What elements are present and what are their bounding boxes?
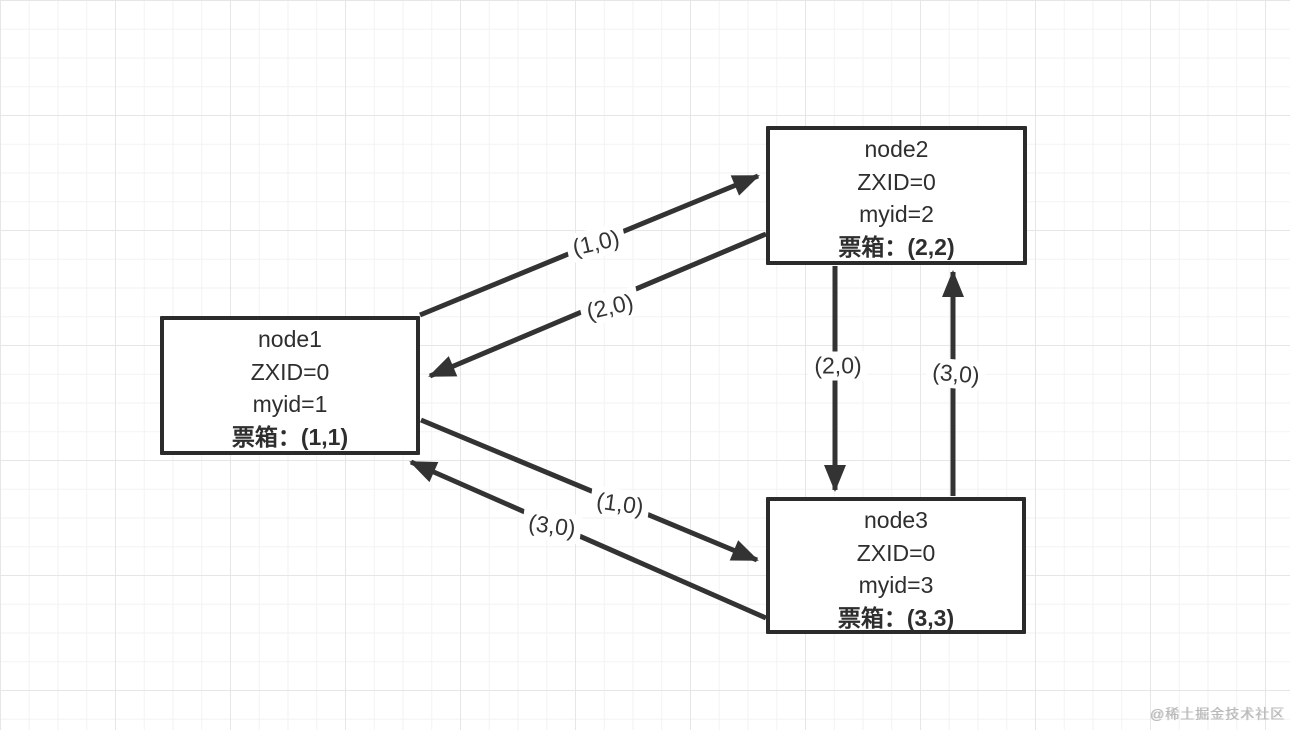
node3-ballot: 票箱：(3,3)	[837, 604, 955, 631]
node2-ballot: 票箱：(2,2)	[838, 233, 955, 260]
node1-zxid: ZXID=0	[250, 358, 330, 385]
node3-title: node3	[864, 507, 928, 533]
edge-label-node3-to-node2: (3,0)	[925, 356, 987, 392]
node3-myid: myid=3	[858, 572, 934, 598]
node1-ballot: 票箱：(1,1)	[231, 423, 349, 450]
watermark-text: @稀土掘金技术社区	[1149, 706, 1285, 722]
arrow-node3-to-node1	[409, 459, 768, 621]
edge-label-node2-to-node3: (2,0)	[808, 351, 868, 381]
node1-title: node1	[258, 326, 322, 352]
node2-zxid: ZXID=0	[857, 168, 936, 195]
node-box-node1: node1 ZXID=0 myid=1 票箱：(1,1)	[160, 316, 420, 455]
node2-myid: myid=2	[859, 201, 934, 227]
node-box-node3: node3 ZXID=0 myid=3 票箱：(3,3)	[766, 497, 1026, 634]
arrow-node1-to-node3	[420, 417, 759, 563]
node-box-node2: node2 ZXID=0 myid=2 票箱：(2,2)	[766, 126, 1027, 265]
node2-title: node2	[864, 136, 929, 162]
node3-zxid: ZXID=0	[856, 539, 936, 566]
node1-myid: myid=1	[252, 391, 328, 417]
